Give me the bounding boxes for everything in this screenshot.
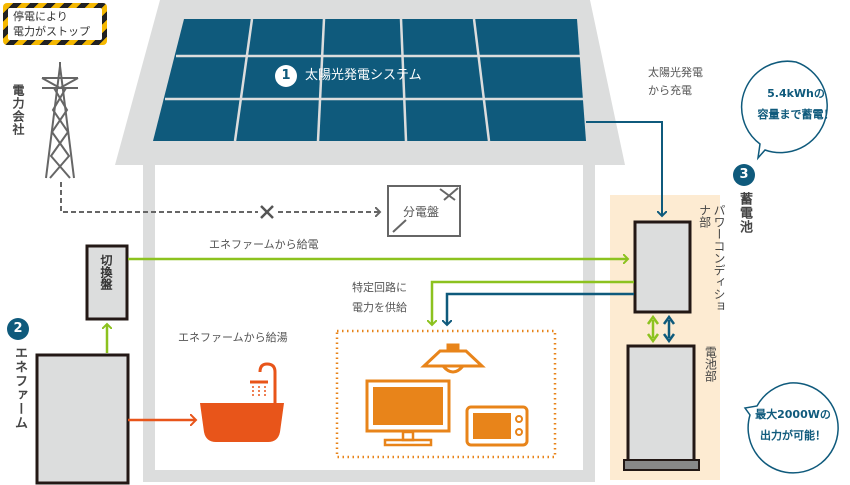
solar-charge-line1: 太陽光発電 — [648, 66, 703, 79]
microwave-icon — [465, 405, 529, 447]
output-line2: 出力が可能！ — [760, 428, 826, 442]
speech-bubble-capacity — [740, 60, 828, 161]
specific-circuit-line-green — [432, 280, 634, 325]
solar-badge: 1 — [275, 65, 297, 87]
house-wall-right — [583, 160, 595, 480]
capacity-bubble-text: 5.4kWhの 容量まで蓄電！ — [756, 84, 836, 126]
bathtub-icon — [200, 362, 284, 442]
specific-circuit-line1: 特定回路に — [352, 281, 407, 294]
specific-circuit-box — [335, 329, 557, 459]
house-floor — [143, 470, 595, 482]
specific-circuit-line-navy — [447, 292, 634, 325]
enefarm-badge: 2 — [7, 318, 29, 340]
storage-battery-badge: 3 — [733, 164, 755, 186]
battery-unit-base — [623, 459, 700, 471]
solar-charge-line2: から充電 — [648, 84, 692, 98]
solar-charge-label: 太陽光発電 から充電 — [648, 64, 703, 100]
enefarm-hot-water-label: エネファームから給湯 — [178, 331, 288, 344]
capacity-line2: 容量まで蓄電！ — [757, 107, 835, 121]
distribution-panel-box — [387, 185, 461, 237]
switch-panel-box — [85, 244, 129, 321]
warning-line2: 電力がストップ — [13, 25, 90, 38]
solar-panel-array — [153, 18, 586, 142]
transmission-tower-icon — [41, 62, 79, 179]
bidirectional-arrow-green — [646, 314, 660, 344]
battery-unit-box — [626, 344, 696, 463]
power-outage-warning-sign: 停電により 電力がストップ — [3, 3, 107, 45]
distribution-panel-slash-top — [443, 187, 459, 201]
distribution-panel-label: 分電盤 — [403, 205, 440, 219]
grid-power-line-blocked — [60, 182, 258, 213]
power-company-label: 電力会社 — [11, 84, 25, 136]
storage-battery-label: 蓄電池 — [737, 192, 752, 234]
warning-line1: 停電により — [13, 10, 68, 23]
enefarm-label: エネファーム — [12, 346, 27, 430]
enefarm-unit-box — [35, 353, 130, 485]
ceiling-lamp-icon — [420, 343, 486, 374]
output-line1: 最大2000Wの — [755, 408, 831, 421]
tv-icon — [365, 379, 451, 447]
switch-panel-label: 切換盤 — [99, 254, 113, 290]
house-wall-left — [143, 160, 155, 480]
battery-unit-label: 電池部 — [703, 346, 718, 382]
solar-system-label: 太陽光発電システム — [305, 68, 422, 83]
specific-circuit-label: 特定回路に 電力を供給 — [352, 278, 407, 318]
warning-text: 停電により 電力がストップ — [8, 8, 102, 40]
blocked-x-icon — [260, 205, 274, 219]
enefarm-power-label: エネファームから給電 — [209, 238, 319, 251]
solar-charge-line — [586, 121, 662, 216]
power-conditioner-label: パワーコンディショナ部 — [697, 204, 726, 312]
output-bubble-text: 最大2000Wの 出力が可能！ — [750, 405, 836, 447]
capacity-line1: 5.4kWhの — [767, 87, 825, 100]
speech-bubble-output — [743, 382, 839, 474]
specific-circuit-line2: 電力を供給 — [352, 300, 407, 314]
power-conditioner-box — [633, 220, 692, 314]
bidirectional-arrow-navy — [662, 314, 676, 344]
